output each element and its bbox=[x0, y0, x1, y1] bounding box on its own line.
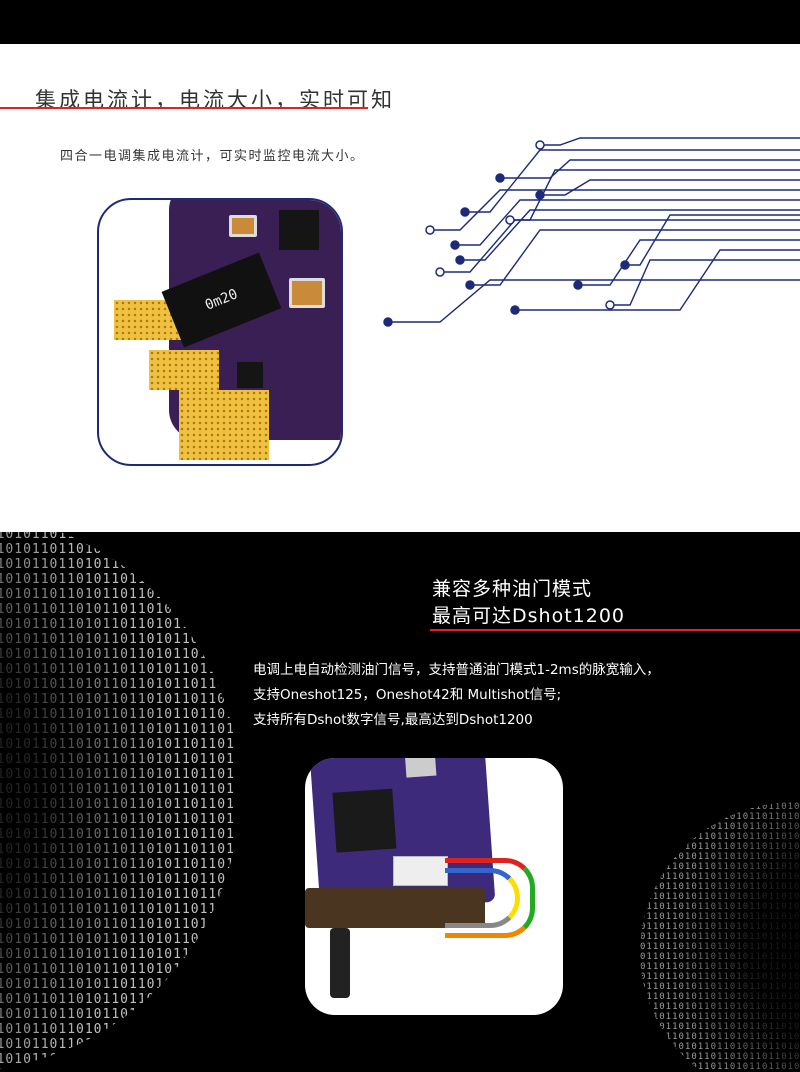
section-heading: 集成电流计，电流大小，实时可知 bbox=[35, 88, 395, 112]
circuit-trace bbox=[540, 137, 800, 146]
solder-pad bbox=[149, 350, 219, 390]
solder-pad bbox=[179, 390, 269, 460]
capacitor bbox=[289, 278, 325, 308]
circuit-node bbox=[620, 260, 630, 270]
heading-underline bbox=[0, 107, 368, 109]
circuit-trace bbox=[540, 179, 800, 196]
current-sensor-photo: 0m20 bbox=[97, 198, 343, 466]
circuit-trace bbox=[388, 279, 800, 323]
circuit-node bbox=[605, 300, 615, 310]
circuit-node bbox=[573, 280, 583, 290]
circuit-node bbox=[460, 207, 470, 217]
section-description: 四合一电调集成电流计，可实时监控电流大小。 bbox=[60, 149, 365, 164]
resistor-marking: 0m20 bbox=[202, 286, 241, 314]
binary-sphere-right: 0110110101101101011011010110110101101101… bbox=[640, 802, 800, 1072]
section-heading-line1: 兼容多种油门模式 bbox=[432, 578, 593, 600]
circuit-trace bbox=[465, 149, 800, 213]
usb-port bbox=[405, 758, 437, 778]
circuit-node bbox=[510, 305, 520, 315]
circuit-trace bbox=[578, 239, 800, 286]
circuit-node bbox=[535, 140, 545, 150]
body-line: 支持Oneshot125，Oneshot42和 Multishot信号; bbox=[253, 687, 562, 703]
standoff bbox=[330, 928, 350, 998]
circuit-trace bbox=[460, 209, 800, 261]
circuit-trace bbox=[500, 159, 800, 179]
circuit-trace bbox=[455, 199, 800, 246]
circuit-node bbox=[425, 225, 435, 235]
circuit-node bbox=[450, 240, 460, 250]
circuit-trace bbox=[625, 214, 800, 266]
capacitor bbox=[229, 215, 257, 237]
circuit-trace bbox=[610, 259, 800, 306]
signal-wires bbox=[445, 858, 535, 938]
section-heading-line2: 最高可达Dshot1200 bbox=[432, 605, 625, 627]
circuit-node bbox=[505, 215, 515, 225]
circuit-node bbox=[435, 267, 445, 277]
circuit-node bbox=[383, 317, 393, 327]
chip bbox=[237, 362, 263, 388]
chip bbox=[279, 210, 319, 250]
body-line: 电调上电自动检测油门信号，支持普通油门模式1-2ms的脉宽输入， bbox=[253, 662, 660, 678]
heading-underline bbox=[430, 629, 800, 631]
signal-wires bbox=[445, 868, 520, 928]
circuit-node bbox=[495, 173, 505, 183]
body-line: 支持所有Dshot数字信号,最高达到Dshot1200 bbox=[253, 712, 533, 728]
circuit-node bbox=[465, 280, 475, 290]
circuit-lines-graphic bbox=[383, 137, 800, 327]
circuit-node bbox=[535, 190, 545, 200]
connector bbox=[393, 856, 448, 886]
circuit-trace bbox=[440, 219, 800, 273]
esc-stack-photo bbox=[305, 758, 563, 1015]
binary-sphere-left: 0110110101101101011011010110110101101101… bbox=[0, 532, 235, 1072]
circuit-trace bbox=[430, 189, 800, 231]
circuit-trace bbox=[470, 229, 800, 286]
top-bar bbox=[0, 0, 800, 44]
circuit-node bbox=[455, 255, 465, 265]
circuit-trace bbox=[515, 249, 800, 311]
mcu-chip bbox=[332, 788, 397, 853]
